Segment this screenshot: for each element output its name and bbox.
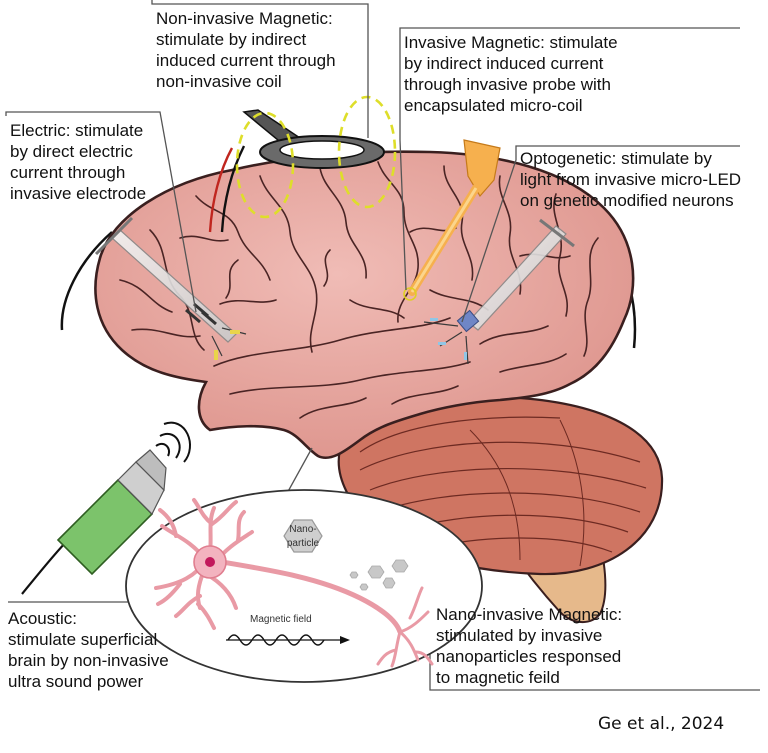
electric-electrode [94,216,247,360]
optogenetic-fiber [403,139,501,301]
acoustic-transducer [21,421,191,595]
neuron-nucleus [205,557,215,567]
nanoparticle-label-2: particle [287,538,320,549]
citation: Ge et al., 2024 [598,714,725,734]
noninvasive-coil [208,109,385,233]
neuron-axon [219,559,403,635]
label-nano-magnetic: Nano-invasive Magnetic: stimulated by in… [436,605,623,687]
nanoparticle-label-1: Nano- [289,524,316,535]
neuron-inset: Nano- particle Magnetic field [125,489,483,683]
scattered-nanoparticles [349,559,409,591]
cerebrum [94,150,635,460]
magnetic-field-arrowhead [340,636,350,644]
label-electric: Electric: stimulate by direct electric c… [10,121,147,203]
axon-terminals [376,586,434,668]
label-noninvasive-magnetic: Non-invasive Magnetic: stimulate by indi… [156,9,336,91]
invasive-probe [423,218,575,365]
coil-field-left [235,111,295,219]
nanoparticle-hexagon [283,519,323,553]
magnetic-field-label: Magnetic field [250,614,312,625]
label-invasive-magnetic: Invasive Magnetic: stimulate by indirect… [404,33,618,115]
coil-field-right [337,95,397,209]
head-outline-left [60,231,113,331]
label-acoustic: Acoustic: stimulate superficial brain by… [8,609,169,691]
label-optogenetic: Optogenetic: stimulate by light from inv… [520,149,742,210]
